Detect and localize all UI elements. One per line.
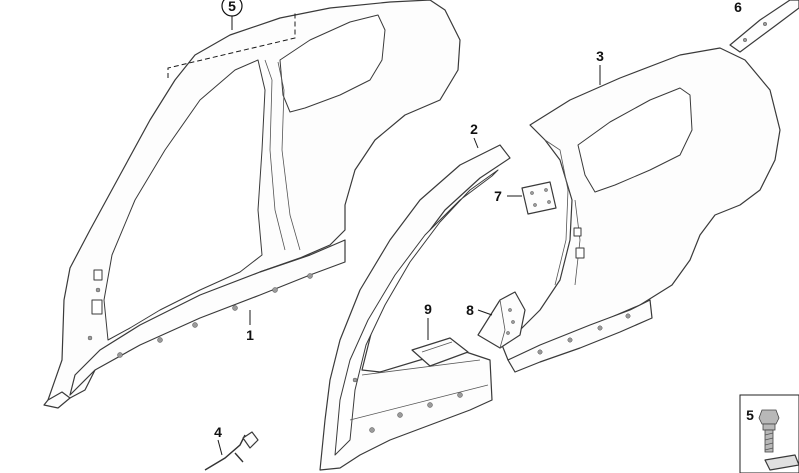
callout-5-circle: 5 xyxy=(221,0,243,17)
small-bracket-7 xyxy=(521,181,557,215)
callout-label-5-circle: 5 xyxy=(228,0,236,14)
callout-label-1: 1 xyxy=(246,327,254,343)
rear-side-panel xyxy=(501,47,781,373)
leader-lines xyxy=(167,12,601,456)
cable-part-4 xyxy=(204,431,259,471)
hardware-box-5 xyxy=(739,394,799,473)
flat-plate-9 xyxy=(411,337,469,367)
angled-bracket-8 xyxy=(477,291,526,349)
side-frame-complete xyxy=(43,0,461,409)
callout-label-4: 4 xyxy=(214,424,222,440)
callout-label-9: 9 xyxy=(424,301,432,317)
callout-label-2: 2 xyxy=(470,121,478,137)
callout-label-3: 3 xyxy=(596,48,604,64)
callout-label-5-box: 5 xyxy=(746,407,754,423)
roof-rail-strip xyxy=(729,0,799,53)
callout-label-8: 8 xyxy=(466,302,474,318)
a-pillar-sill-section xyxy=(319,144,511,471)
callout-label-6: 6 xyxy=(734,0,742,15)
callout-label-7: 7 xyxy=(494,188,502,204)
